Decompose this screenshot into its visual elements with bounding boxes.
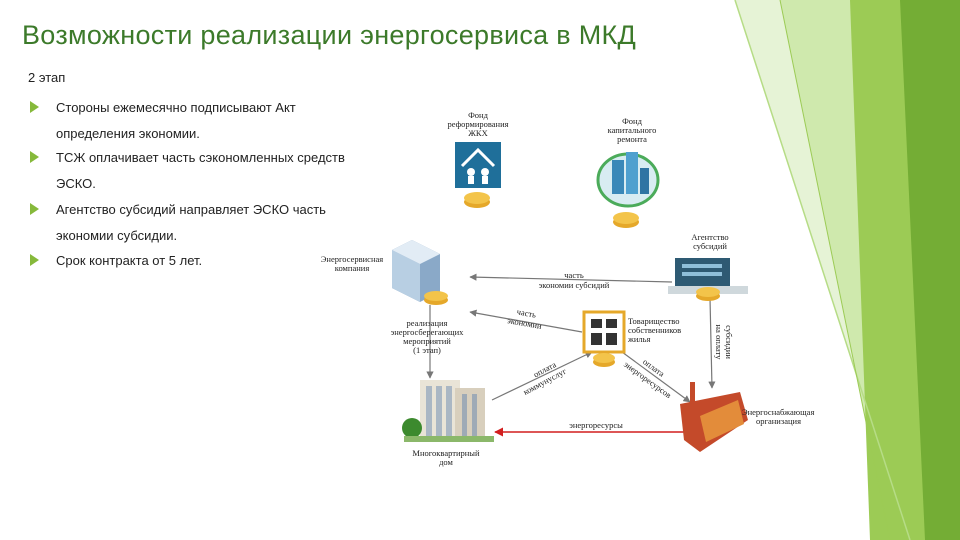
arrow-energy-payment <box>622 352 690 402</box>
apartment-node: Многоквартирный дом <box>402 380 494 467</box>
edge-label: энергоресурсы <box>569 420 623 430</box>
bullet-arrow-icon <box>30 203 39 215</box>
node-label: жилья <box>627 334 651 344</box>
node-label: ремонта <box>617 134 647 144</box>
bullet-arrow-icon <box>30 151 39 163</box>
phone-icon <box>591 319 602 328</box>
subsidy-agency-node: Агентство субсидий <box>668 232 748 301</box>
edge-label: экономии <box>507 315 543 331</box>
edge-label: экономии субсидий <box>539 280 610 290</box>
radiator-icon <box>591 333 602 345</box>
stage-label: 2 этап <box>28 70 65 85</box>
fund-capital-node: Фонд капитального ремонта <box>598 116 658 228</box>
fund-reform-node: Фонд реформирования ЖКХ <box>447 110 508 208</box>
edge-label: субсидии <box>724 325 734 359</box>
bullet-arrow-icon <box>30 101 39 113</box>
energy-service-node: Энергосервисная компания <box>321 240 448 305</box>
energy-supply-node: Энергоснабжающая организация <box>680 378 814 452</box>
tree-icon <box>402 418 422 438</box>
node-label: компания <box>335 263 370 273</box>
node-label: организация <box>756 416 801 426</box>
arrow-subsidies <box>710 298 712 388</box>
energy-service-diagram: Фонд реформирования ЖКХ Фонд капитальног… <box>300 100 840 480</box>
node-label: ЖКХ <box>468 128 487 138</box>
edge-label: на оплату <box>714 325 724 361</box>
bullet-arrow-icon <box>30 254 39 266</box>
bulb-icon <box>606 333 617 345</box>
hoa-node: Товарищество собственников жилья <box>584 312 681 367</box>
node-label: дом <box>439 457 453 467</box>
edge-label: (1 этап) <box>413 345 441 355</box>
slide-title: Возможности реализации энергосервиса в М… <box>22 20 636 51</box>
node-label: субсидий <box>693 241 727 251</box>
edge-label: часть <box>564 270 584 280</box>
